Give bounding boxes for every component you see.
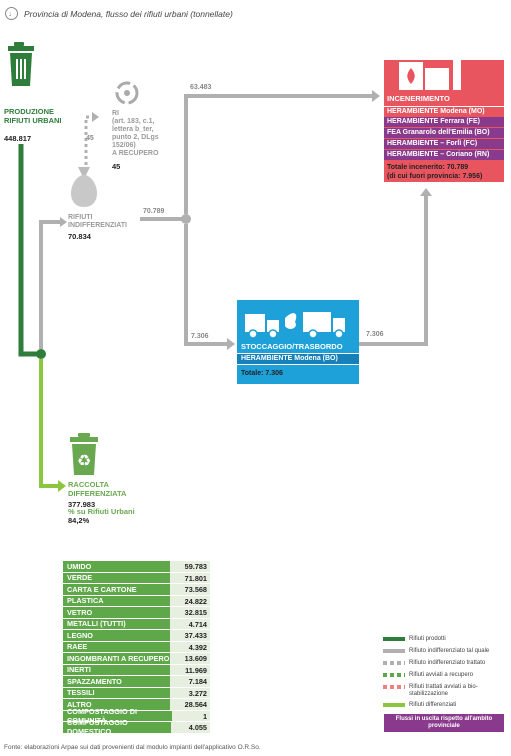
arrow-down-icon: ↓ <box>8 9 12 18</box>
legend-purple-box: Flussi in uscita rispetto all'ambito pro… <box>384 714 504 732</box>
legend-swatch <box>383 637 405 641</box>
incenerimento-total: Totale incenerito: 70.789 (di cui fuori … <box>387 164 483 180</box>
legend-item: Rifiuto indifferenziato trattato <box>383 660 508 666</box>
incenerimento-box: INCENERIMENTO HERAMBIENTE Modena (MO) HE… <box>384 34 504 182</box>
legend-item: Rifiuti prodotti <box>383 636 508 642</box>
flow-node-production <box>36 349 46 359</box>
production-label: PRODUZIONE RIFIUTI URBANI <box>4 107 62 125</box>
legend-swatch <box>383 661 405 665</box>
stoccaggio-title: STOCCAGGIO/TRASBORDO <box>241 342 343 351</box>
incenerimento-row: FEA Granarolo dell'Emilia (BO) <box>384 128 504 138</box>
arrow-ri <box>92 112 99 122</box>
flow-differenziata <box>39 359 58 488</box>
ri-flow-label: 45 <box>86 135 94 142</box>
flow-to-incen <box>184 94 372 214</box>
arrow-indiff <box>60 217 67 227</box>
garbage-bag-icon <box>71 167 97 207</box>
ri-value: 45 <box>112 162 121 171</box>
legend-swatch <box>383 673 405 677</box>
flow-indiff <box>39 220 60 349</box>
legend-item: Rifiuti differenziati <box>383 702 508 708</box>
download-icon[interactable] <box>5 7 18 20</box>
flow-stock-to-incen-value: 7.306 <box>366 331 384 338</box>
incenerimento-row: HERAMBIENTE – Forlì (FC) <box>384 139 504 149</box>
legend-swatch <box>383 703 405 707</box>
legend-item: Rifiuto indifferenziato tal quale <box>383 648 508 654</box>
stoccaggio-row: HERAMBIENTE Modena (BO) <box>237 353 359 365</box>
flow-indiff-total-value: 70.789 <box>143 208 165 215</box>
flow-to-stock <box>184 224 227 346</box>
flow-ri <box>84 115 92 165</box>
incinerator-icon <box>399 34 465 90</box>
stoccaggio-total: Totale: 7.306 <box>241 370 283 377</box>
footer-source: Fonte: elaborazioni Arpae sui dati prove… <box>4 744 261 751</box>
production-value: 448.817 <box>4 134 32 143</box>
incenerimento-title: INCENERIMENTO <box>387 94 450 103</box>
flow-node-split <box>181 214 191 224</box>
flow-stock-to-incen <box>359 196 428 346</box>
indiff-label: RIFIUTI INDIFFERENZIATI <box>68 214 127 229</box>
table-row: METALLI (TUTTI)4.714 <box>63 618 210 630</box>
arrow-to-incen <box>372 90 380 102</box>
flow-to-incen-value: 63.483 <box>190 84 212 91</box>
incenerimento-row: HERAMBIENTE Modena (MO) <box>384 106 504 116</box>
differenziata-pct-label: % su Rifiuti Urbani <box>68 507 135 516</box>
legend-swatch <box>383 649 405 653</box>
flow-production <box>18 144 41 357</box>
trash-bin-icon <box>8 42 34 86</box>
incenerimento-row: HERAMBIENTE – Coriano (RN) <box>384 150 504 160</box>
flow-to-stock-value: 7.306 <box>191 333 209 340</box>
legend-item: Rifiuti avviati a recupero <box>383 672 508 678</box>
page-title: Provincia di Modena, flusso dei rifiuti … <box>24 9 233 19</box>
svg-text:♻: ♻ <box>77 451 91 470</box>
differenziata-label: RACCOLTA DIFFERENZIATA <box>68 480 127 498</box>
arrow-stock-to-incen <box>420 188 432 196</box>
incenerimento-row: HERAMBIENTE Ferrara (FE) <box>384 117 504 127</box>
arrow-to-stock <box>227 338 235 350</box>
recycle-icon <box>115 81 139 105</box>
differenziata-pct: 84,2% <box>68 516 90 525</box>
legend-swatch <box>383 685 405 689</box>
truck-icon <box>245 312 345 339</box>
stoccaggio-box: STOCCAGGIO/TRASBORDO HERAMBIENTE Modena … <box>237 300 359 384</box>
ri-label: RI (art. 183, c.1, lettera b_ter, punto … <box>112 110 159 157</box>
differenziata-value: 377.983 <box>68 500 96 509</box>
legend-item: Rifiuti trattati avviati a bio-stabilizz… <box>383 684 508 698</box>
recycle-bin-icon: ♻ <box>70 433 98 475</box>
indiff-value: 70.834 <box>68 232 91 241</box>
arrow-differenziata <box>58 480 66 492</box>
